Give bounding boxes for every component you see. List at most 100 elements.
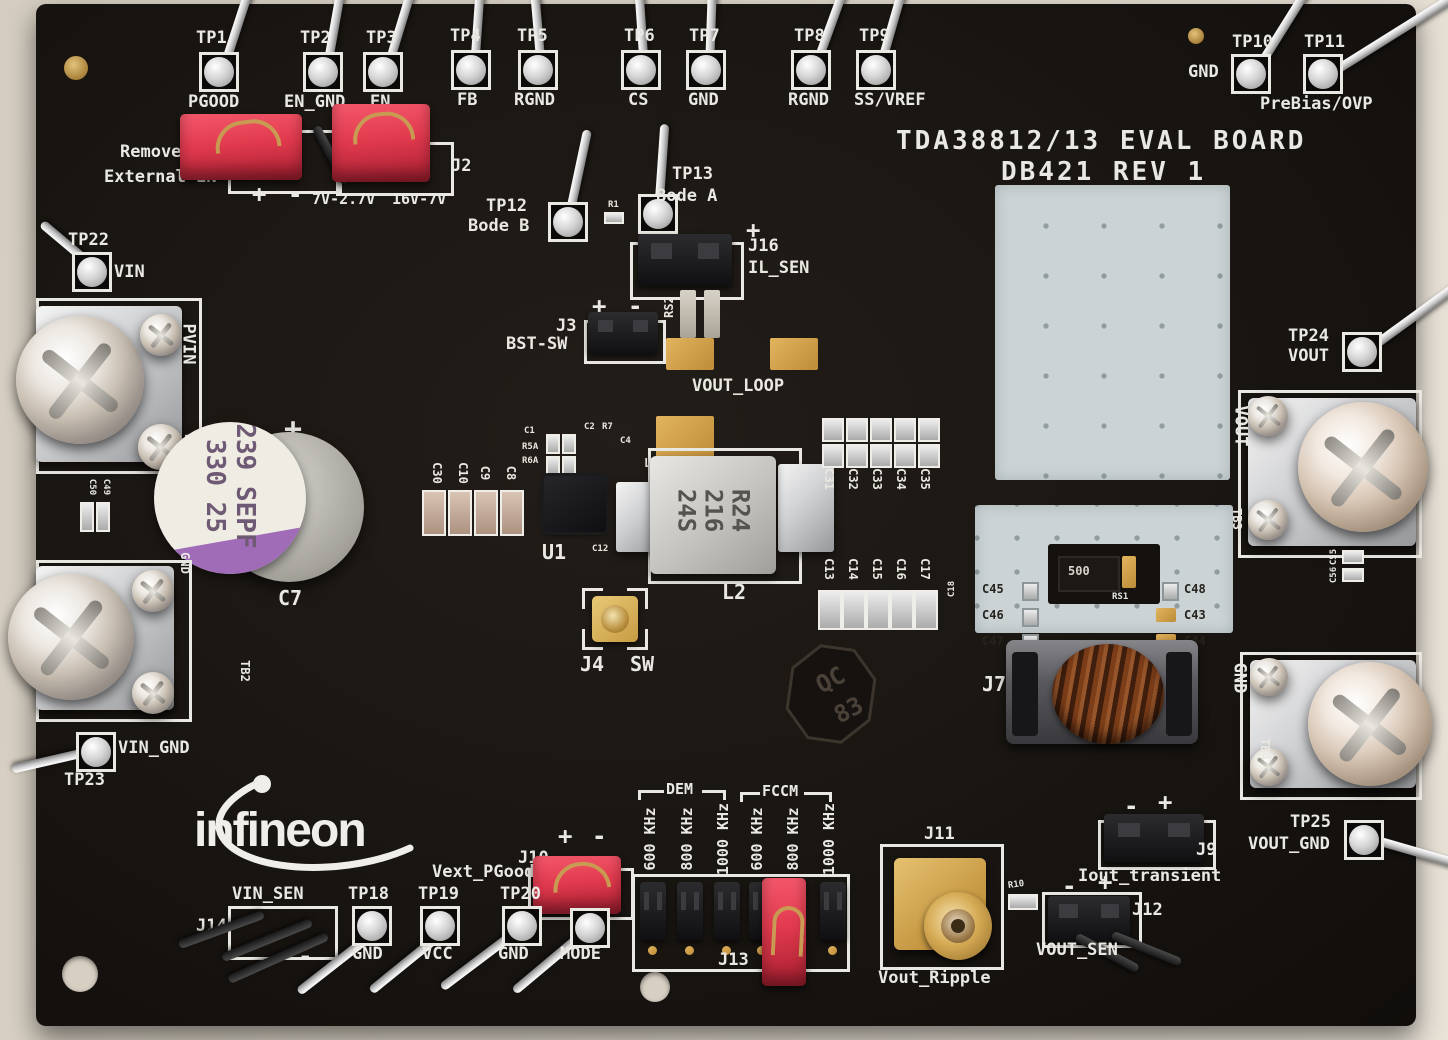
tp6-id: TP6 [624, 26, 655, 46]
c18-label: C18 [947, 580, 958, 598]
tp25-signal: VOUT_GND [1248, 834, 1330, 854]
j12-label: J12 [1132, 900, 1163, 920]
tp7-signal: GND [688, 90, 719, 110]
tp8-signal: RGND [788, 90, 829, 110]
c56-label: C56 [1329, 566, 1340, 584]
c12-label: C12 [592, 544, 609, 554]
j13-label: J13 [718, 950, 749, 970]
thermal-pad-area [995, 185, 1230, 480]
j9-label: J9 [1196, 840, 1217, 860]
tb2-pin-bottom [132, 672, 174, 714]
tp13-id: TP13 [672, 164, 713, 184]
c34-label: C34 [893, 468, 908, 490]
j9-minus-sign: - [1124, 792, 1139, 820]
r1-label: R1 [608, 200, 619, 210]
c3x-cap [918, 418, 940, 442]
tp9-id: TP9 [859, 26, 890, 46]
c43-label: C43 [1184, 608, 1206, 622]
c56-cap [1342, 568, 1364, 582]
c45-cap [1022, 582, 1039, 601]
tp6-pad [621, 50, 661, 90]
c33-label: C33 [869, 468, 884, 490]
tp8-pad [791, 50, 831, 90]
c7-label: C7 [278, 586, 303, 610]
c50-label: C50 [87, 478, 98, 496]
tb3-signal-label: VOUT [1230, 405, 1251, 447]
tb4-pin-bottom [1250, 748, 1288, 786]
c43-cap [1156, 608, 1176, 622]
c1x-cap [818, 590, 842, 630]
j11-label: J11 [924, 824, 955, 844]
j7-label: J7 [982, 672, 1007, 696]
en-note-line1: Remove [120, 142, 182, 162]
j12-header [1048, 896, 1130, 942]
c7-capacitor-face: 239 SEPF 330 25 [154, 422, 306, 574]
tp9-pad [856, 50, 896, 90]
c3x-cap [894, 418, 916, 442]
tp20-id: TP20 [500, 884, 541, 904]
c46-cap [1022, 608, 1039, 627]
j16-signal: IL_SEN [748, 258, 810, 278]
c45-label: C45 [982, 582, 1004, 596]
j10-plus-sign: + [558, 822, 573, 850]
vout-loop-pad [770, 338, 818, 370]
tp9-signal: SS/VREF [854, 90, 926, 110]
c3x-cap [894, 444, 916, 468]
tp10-id: TP10 [1232, 32, 1273, 52]
j13-shunt-wire [770, 905, 806, 957]
c1x-cap [866, 590, 890, 630]
j12-signal: VOUT_SEN [1036, 940, 1118, 960]
c50-cap [80, 502, 94, 532]
board-revision: DB421 REV 1 [1001, 157, 1207, 187]
tp19-pad [420, 906, 460, 946]
tp20-pad [502, 906, 542, 946]
tp11-pad [1303, 54, 1343, 94]
tp12-id: TP12 [486, 196, 527, 216]
j13-header-3 [714, 882, 740, 940]
tp23-id: TP23 [64, 770, 105, 790]
mounting-hole [62, 956, 98, 992]
r1-part [604, 212, 624, 224]
j16-header [638, 234, 732, 286]
rs2-pad [680, 290, 696, 338]
tp4-pad [451, 50, 491, 90]
tb3-label: TB3 [1229, 508, 1244, 530]
tp1-signal: PGOOD [188, 92, 240, 112]
c30-cap [422, 490, 446, 536]
c9-cap [474, 490, 498, 536]
rs2-pad [704, 290, 720, 338]
c17-label: C17 [917, 558, 932, 580]
u1-ic [544, 476, 606, 532]
tb3-pin-bottom [1248, 500, 1288, 540]
tp25-id: TP25 [1290, 812, 1331, 832]
tp7-pad [686, 50, 726, 90]
infineon-logo: infineon [158, 764, 418, 874]
j13-header-6 [820, 882, 846, 940]
tp3-id: TP3 [366, 28, 397, 48]
micro-label-c1: C1 [524, 426, 535, 436]
j2-label: J2 [451, 156, 472, 176]
j16-label: J16 [748, 236, 779, 256]
c49-label: C49 [101, 478, 112, 496]
tp18-pad [352, 906, 392, 946]
micro-label-r7: R7 [602, 422, 613, 432]
en-minus-sign: - [288, 180, 303, 208]
micro-label-c4: C4 [620, 436, 631, 446]
tb4-screw [1308, 662, 1432, 786]
u1-label: U1 [542, 540, 567, 564]
en-plus-sign: + [252, 180, 267, 208]
rsense-chip: 500 [1058, 556, 1120, 592]
tp4-id: TP4 [450, 26, 481, 46]
j13-pin-tip [722, 946, 731, 955]
vin-sen-label: VIN_SEN [232, 884, 304, 904]
c3x-cap [870, 444, 892, 468]
j12-plus-sign: + [1098, 868, 1113, 896]
micro-part [546, 434, 560, 454]
tp22-signal: VIN [114, 262, 145, 282]
tp24-signal: VOUT [1288, 346, 1329, 366]
tp22-id: TP22 [68, 230, 109, 250]
c47-label: C47 [982, 634, 1004, 648]
l2-tab-right [778, 464, 834, 552]
tb2-pin-top [132, 570, 174, 612]
